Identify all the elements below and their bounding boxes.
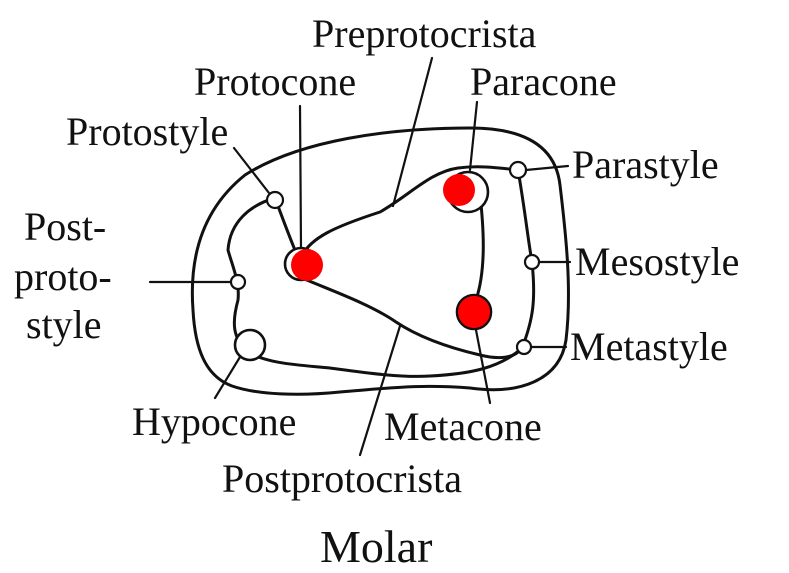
postprotostyle-cusp (231, 275, 245, 289)
postprotostyle-label-line3: style (26, 302, 102, 347)
preprotocrista-label: Preprotocrista (312, 11, 537, 56)
parastyle-label: Parastyle (572, 142, 719, 187)
mesostyle-label: Mesostyle (575, 239, 739, 284)
protocone-leader (300, 106, 301, 248)
protostyle-leader (234, 148, 269, 193)
metastyle-cusp (517, 340, 531, 354)
mesostyle-cusp (525, 255, 539, 269)
postprotostyle-label-line1: Post- (24, 204, 106, 249)
parastyle-cusp (510, 162, 526, 178)
parastyle-leader (526, 166, 568, 170)
protocone-highlight-dot (291, 249, 323, 281)
hypocone-cusp (235, 330, 265, 360)
metastyle-label: Metastyle (570, 324, 728, 369)
postprotocrista-label: Postprotocrista (222, 456, 462, 501)
protostyle-cusp (267, 192, 283, 208)
paracone-highlight-dot (443, 174, 475, 206)
metacone-highlight-dot (458, 296, 490, 328)
diagram-title: Molar (320, 521, 432, 572)
postprotostyle-label-line2: proto- (14, 254, 112, 299)
inner-crest-outline (300, 167, 534, 358)
protocone-label: Protocone (194, 59, 356, 104)
metacone-label: Metacone (384, 404, 542, 449)
paracone-label: Paracone (470, 59, 617, 104)
paracone-leader (470, 102, 477, 170)
hypocone-label: Hypocone (132, 399, 296, 444)
protostyle-label: Protostyle (66, 109, 228, 154)
